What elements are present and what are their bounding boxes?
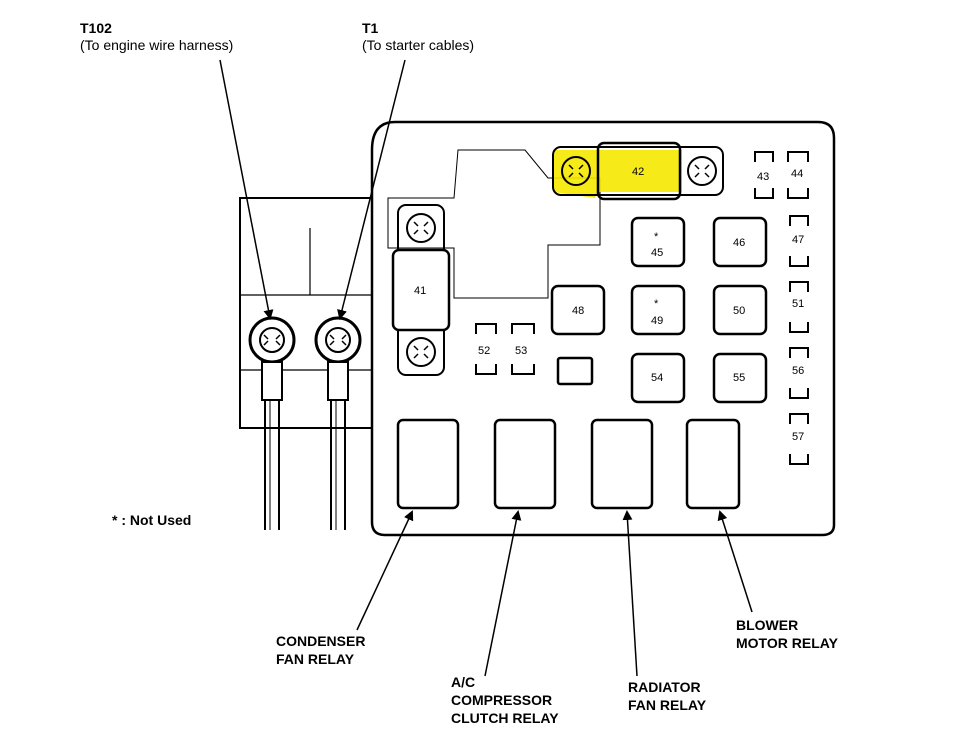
t102-description: (To engine wire harness) (80, 37, 233, 53)
fuse-48[interactable]: 48 (550, 284, 606, 336)
fuse-48-label: 48 (572, 305, 584, 317)
fuse-54-label: 54 (651, 372, 663, 384)
fuse-45[interactable]: * 45 (630, 216, 686, 268)
fuse-42-label: 42 (632, 166, 644, 178)
fuse-41-label: 41 (414, 285, 426, 297)
fuse-49[interactable]: * 49 (630, 284, 686, 336)
ac-label-line1: A/C (451, 674, 475, 690)
ac-compressor-clutch-relay[interactable] (493, 418, 557, 510)
fuse-42[interactable]: 42 (552, 141, 724, 201)
fuse-44-label: 44 (791, 168, 803, 180)
fuse-53[interactable]: 53 (511, 323, 535, 375)
fuse-57-label: 57 (792, 431, 804, 443)
condenser-label-line1: CONDENSER (276, 633, 365, 649)
radiator-label-line1: RADIATOR (628, 679, 701, 695)
fuse-57[interactable]: 57 (789, 413, 809, 465)
fuse-55[interactable]: 55 (712, 352, 768, 404)
not-used-note: * : Not Used (112, 512, 191, 528)
blower-motor-relay[interactable] (685, 418, 741, 510)
t1-description: (To starter cables) (362, 37, 474, 53)
fuse-44[interactable]: 44 (787, 151, 809, 199)
fuse-55-label: 55 (733, 372, 745, 384)
t102-cable (248, 316, 296, 530)
condenser-fan-relay[interactable] (396, 418, 460, 510)
fuse-45-label: 45 (651, 247, 663, 259)
ac-leader (484, 510, 522, 677)
fuse-56[interactable]: 56 (789, 347, 809, 399)
ac-label-line3: CLUTCH RELAY (451, 710, 559, 726)
fuse-43[interactable]: 43 (754, 151, 774, 199)
fuse-49-label: 49 (651, 315, 663, 327)
spare-socket (556, 356, 594, 386)
fuse-47[interactable]: 47 (789, 215, 809, 267)
fuse-56-label: 56 (792, 365, 804, 377)
radiator-fan-relay[interactable] (590, 418, 654, 510)
condenser-leader (356, 510, 414, 631)
condenser-label-line2: FAN RELAY (276, 651, 355, 667)
fuse-42-highlight (553, 150, 682, 198)
fuse-box-outline (370, 120, 836, 537)
blower-label-line2: MOTOR RELAY (736, 635, 839, 651)
fuse-41[interactable]: 41 (391, 204, 451, 376)
fuse-43-label: 43 (757, 171, 769, 183)
fuse-52-label: 52 (478, 345, 490, 357)
fuse-46[interactable]: 46 (712, 216, 768, 268)
radiator-leader (622, 510, 638, 677)
fuse-47-label: 47 (792, 234, 804, 246)
blower-leader (717, 510, 753, 613)
radiator-label-line2: FAN RELAY (628, 697, 707, 713)
fuse-51[interactable]: 51 (789, 281, 809, 333)
fuse-45-not-used-mark: * (654, 231, 659, 243)
t1-cable (314, 316, 362, 530)
inner-recess (387, 149, 601, 299)
t102-leader (219, 59, 274, 320)
fuse-49-not-used-mark: * (654, 298, 659, 310)
t1-label: T1 (362, 20, 379, 36)
t102-label: T102 (80, 20, 112, 36)
fuse-51-label: 51 (792, 298, 804, 310)
blower-label-line1: BLOWER (736, 617, 798, 633)
fuse-50-label: 50 (733, 305, 745, 317)
fuse-53-label: 53 (515, 345, 527, 357)
fuse-50[interactable]: 50 (712, 284, 768, 336)
ac-label-line2: COMPRESSOR (451, 692, 552, 708)
fuse-46-label: 46 (733, 237, 745, 249)
fuse-54[interactable]: 54 (630, 352, 686, 404)
fuse-52[interactable]: 52 (475, 323, 497, 375)
terminal-bracket (239, 197, 373, 429)
